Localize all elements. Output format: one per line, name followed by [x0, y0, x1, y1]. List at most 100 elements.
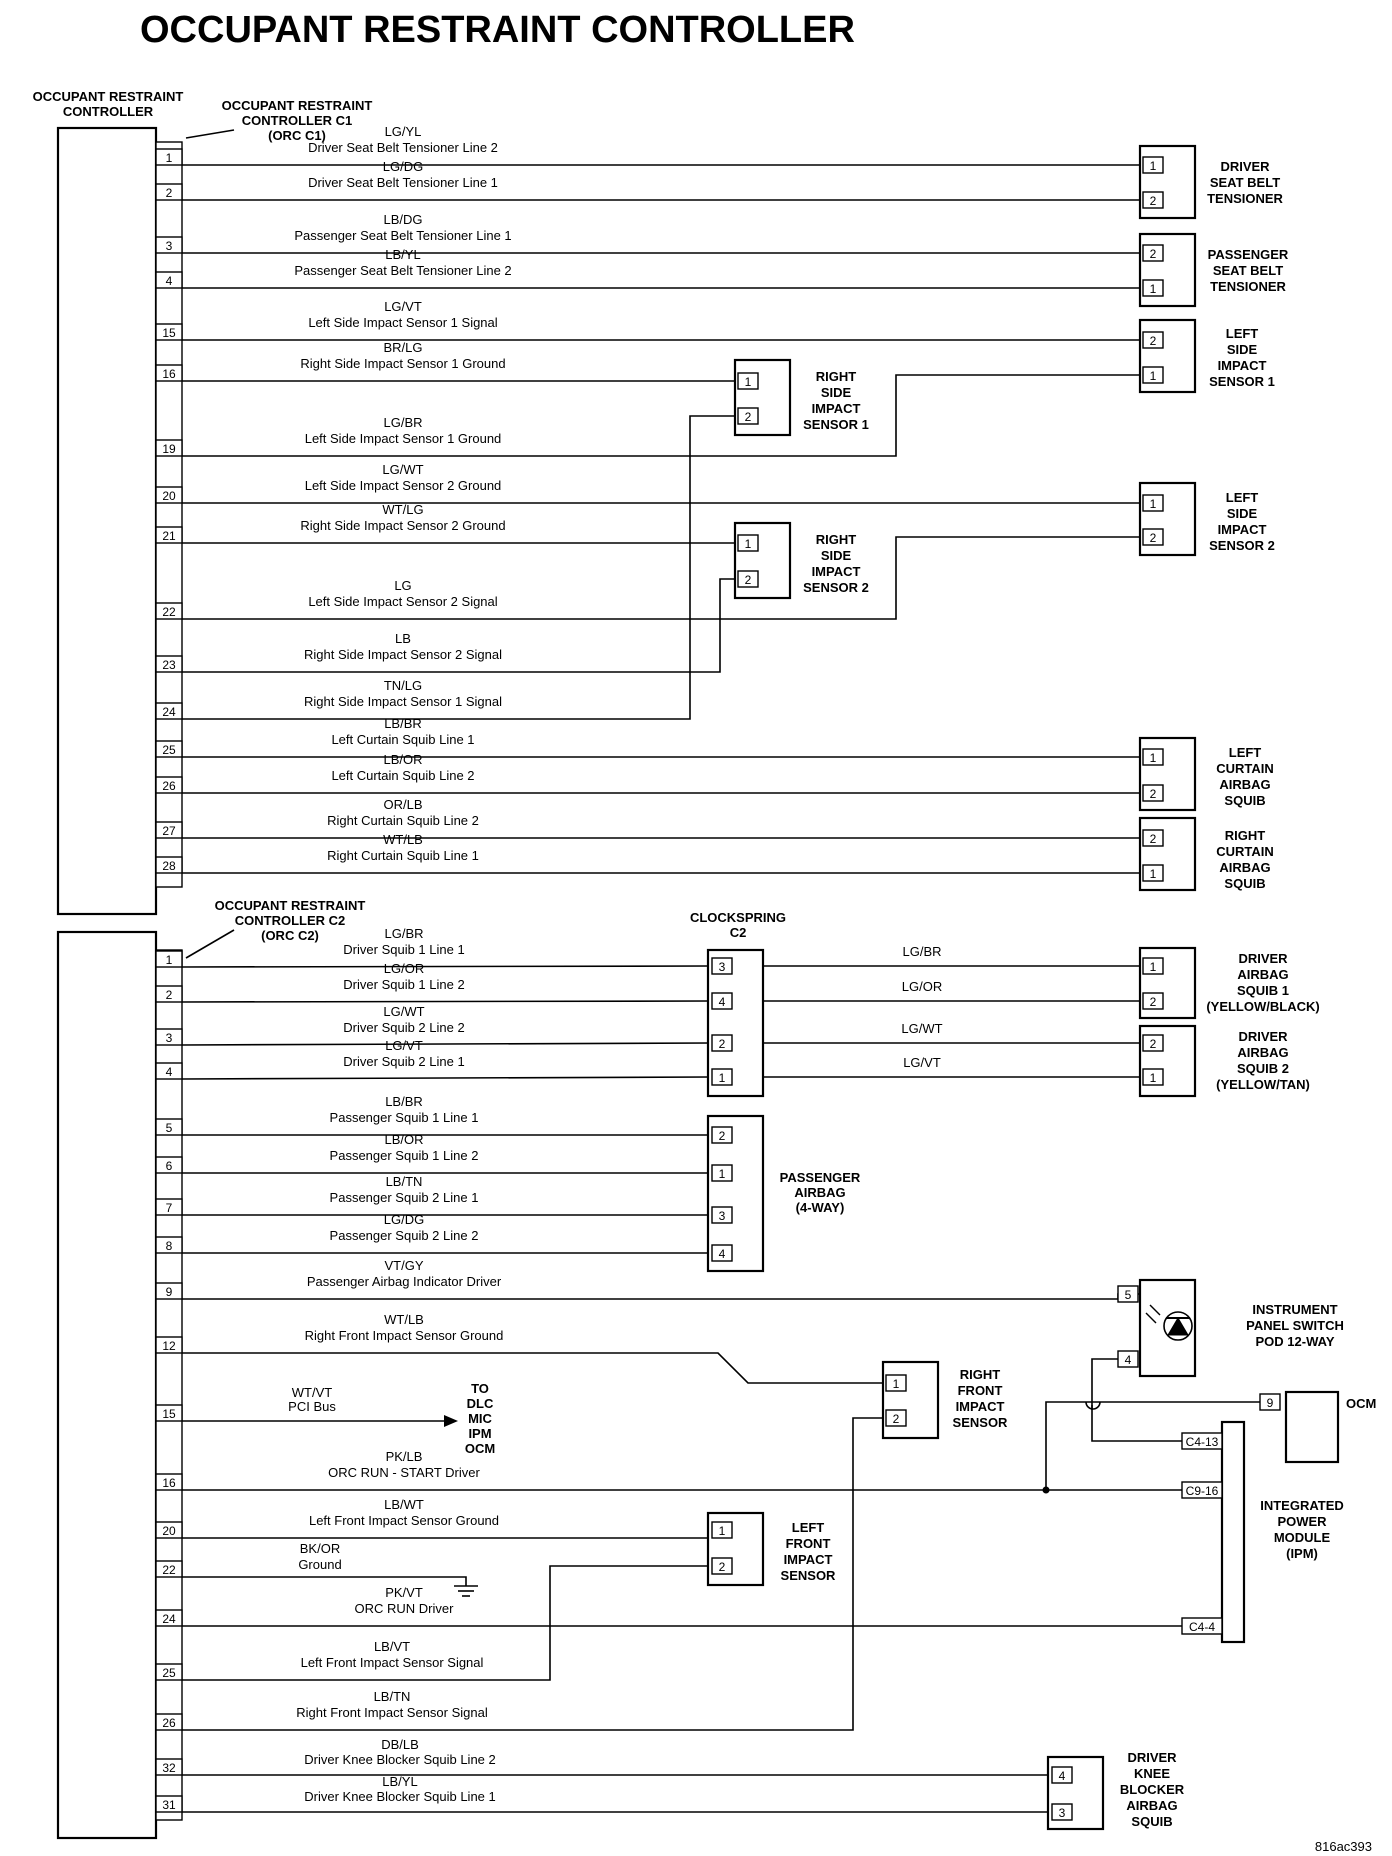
passenger-tensioner-label: PASSENGER: [1208, 247, 1289, 262]
clockspring-label: CLOCKSPRING: [690, 910, 786, 925]
c1-pin-number: 2: [166, 186, 173, 200]
passenger-airbag-label: AIRBAG: [794, 1185, 845, 1200]
knee-blocker-label: SQUIB: [1131, 1814, 1172, 1829]
c1-pin-cell: [155, 776, 183, 794]
driver-tensioner-label: DRIVER: [1220, 159, 1270, 174]
wire-color: BK/OR: [300, 1541, 340, 1556]
pci-bus-destinations: IPM: [468, 1426, 491, 1441]
cavity: [1181, 1481, 1223, 1499]
page-title: OCCUPANT RESTRAINT CONTROLLER: [140, 9, 855, 51]
wire-color: LG/DG: [383, 159, 423, 174]
wire: [182, 1565, 712, 1681]
ip-switch-pod-label: INSTRUMENT: [1252, 1302, 1337, 1317]
wire-color: WT/LG: [382, 502, 423, 517]
driver-squib-1-label: (YELLOW/BLACK): [1206, 999, 1319, 1014]
cavity: [1142, 279, 1164, 297]
circuit-name: Passenger Squib 1 Line 2: [330, 1148, 479, 1163]
cavity: [1181, 1432, 1223, 1450]
passenger-tensioner-label: SEAT BELT: [1213, 263, 1283, 278]
circuit-name: Driver Squib 1 Line 1: [343, 942, 464, 957]
wire-color: DB/LB: [381, 1737, 419, 1752]
right-side-sensor-2-label: SIDE: [821, 548, 852, 563]
wire-color: LG: [394, 578, 411, 593]
components-layer: [56, 126, 1340, 1840]
c2-pin-cell: [155, 1560, 183, 1578]
wire: [181, 1076, 711, 1080]
cavity-label: 2: [745, 410, 752, 424]
left-side-sensor-2-label: SENSOR 2: [1209, 538, 1275, 553]
cavity: [737, 372, 759, 390]
c1-pin-cell: [155, 821, 183, 839]
circuit-name: Driver Knee Blocker Squib Line 1: [304, 1789, 496, 1804]
cavity-label: C4-13: [1186, 1435, 1219, 1449]
orc-c1-connector: [155, 141, 183, 888]
led-icon: [1167, 1317, 1189, 1336]
wire-color: LB/DG: [383, 212, 422, 227]
wire-color: LB/TN: [374, 1689, 411, 1704]
c2-pin-number: 6: [166, 1159, 173, 1173]
c2-pin-number: 2: [166, 988, 173, 1002]
wire-color: LB/WT: [384, 1497, 424, 1512]
c1-pin-number: 27: [162, 824, 176, 838]
wire: [181, 1000, 711, 1003]
c2-pin-cell: [155, 1758, 183, 1776]
figure-id: 816ac393: [1315, 1839, 1372, 1854]
left-front-sensor-label: SENSOR: [781, 1568, 837, 1583]
c1-pin-cell: [155, 364, 183, 382]
circuit-name: ORC RUN Driver: [355, 1601, 455, 1616]
circuit-name: Passenger Seat Belt Tensioner Line 1: [294, 228, 511, 243]
cavity-label: 4: [1059, 1769, 1066, 1783]
driver-squib-2-label: SQUIB 2: [1237, 1061, 1289, 1076]
wire-color: VT/GY: [384, 1258, 423, 1273]
cavity: [711, 1034, 733, 1052]
driver-squib-1-label: DRIVER: [1238, 951, 1288, 966]
right-side-sensor-1-label: SIDE: [821, 385, 852, 400]
left-curtain-label: SQUIB: [1224, 793, 1265, 808]
wire-color: LB/YL: [385, 247, 420, 262]
wire: [181, 1042, 711, 1046]
cavity-label: 1: [1150, 751, 1157, 765]
cavity-label: 2: [893, 1412, 900, 1426]
wire-color: LG/WT: [382, 462, 423, 477]
circuit-name: ORC RUN - START Driver: [328, 1465, 480, 1480]
c1-pin-cell: [155, 271, 183, 289]
c2-pin-cell: [155, 1198, 183, 1216]
wire-color: LB/BR: [384, 716, 422, 731]
wire-color: OR/LB: [383, 797, 422, 812]
cavity-label: 2: [1150, 247, 1157, 261]
passenger-airbag-label: PASSENGER: [780, 1170, 861, 1185]
c1-pin-cell: [155, 486, 183, 504]
wire-color: WT/VT: [292, 1385, 332, 1400]
cavity: [1142, 829, 1164, 847]
wire-color: LG/DG: [384, 1212, 424, 1227]
cavity: [1142, 366, 1164, 384]
c1-pin-cell: [155, 740, 183, 758]
c2-pin-number: 25: [162, 1666, 176, 1680]
clockspring-label: C2: [730, 925, 747, 940]
c1-pin-cell: [155, 148, 183, 166]
cavity: [711, 1557, 733, 1575]
circuit-name: Right Side Impact Sensor 1 Ground: [300, 356, 505, 371]
cavity: [1181, 1617, 1223, 1635]
c1-pin-cell: [155, 602, 183, 620]
cavity: [1142, 1034, 1164, 1052]
cavity-label: 4: [719, 995, 726, 1009]
cavity: [737, 570, 759, 588]
c1-leader: [185, 129, 235, 139]
cavity-label: 1: [1150, 867, 1157, 881]
c2-pin-cell: [155, 1028, 183, 1046]
circuit-name: Left Side Impact Sensor 2 Ground: [305, 478, 502, 493]
wire-color: LG/VT: [385, 1038, 423, 1053]
circuit-name: Passenger Airbag Indicator Driver: [307, 1274, 502, 1289]
circuit-name: Right Side Impact Sensor 2 Ground: [300, 518, 505, 533]
orc-c2-label: OCCUPANT RESTRAINT: [215, 898, 366, 913]
wire-hop: [1085, 1401, 1101, 1410]
wire-color: LG/OR: [902, 979, 942, 994]
cavity: [1051, 1803, 1073, 1821]
cavity: [711, 992, 733, 1010]
circuit-name: Left Front Impact Sensor Ground: [309, 1513, 499, 1528]
wire: [182, 1417, 886, 1731]
c1-pin-number: 24: [162, 705, 176, 719]
circuit-name: Right Front Impact Sensor Signal: [296, 1705, 488, 1720]
c2-pin-cell: [155, 1156, 183, 1174]
